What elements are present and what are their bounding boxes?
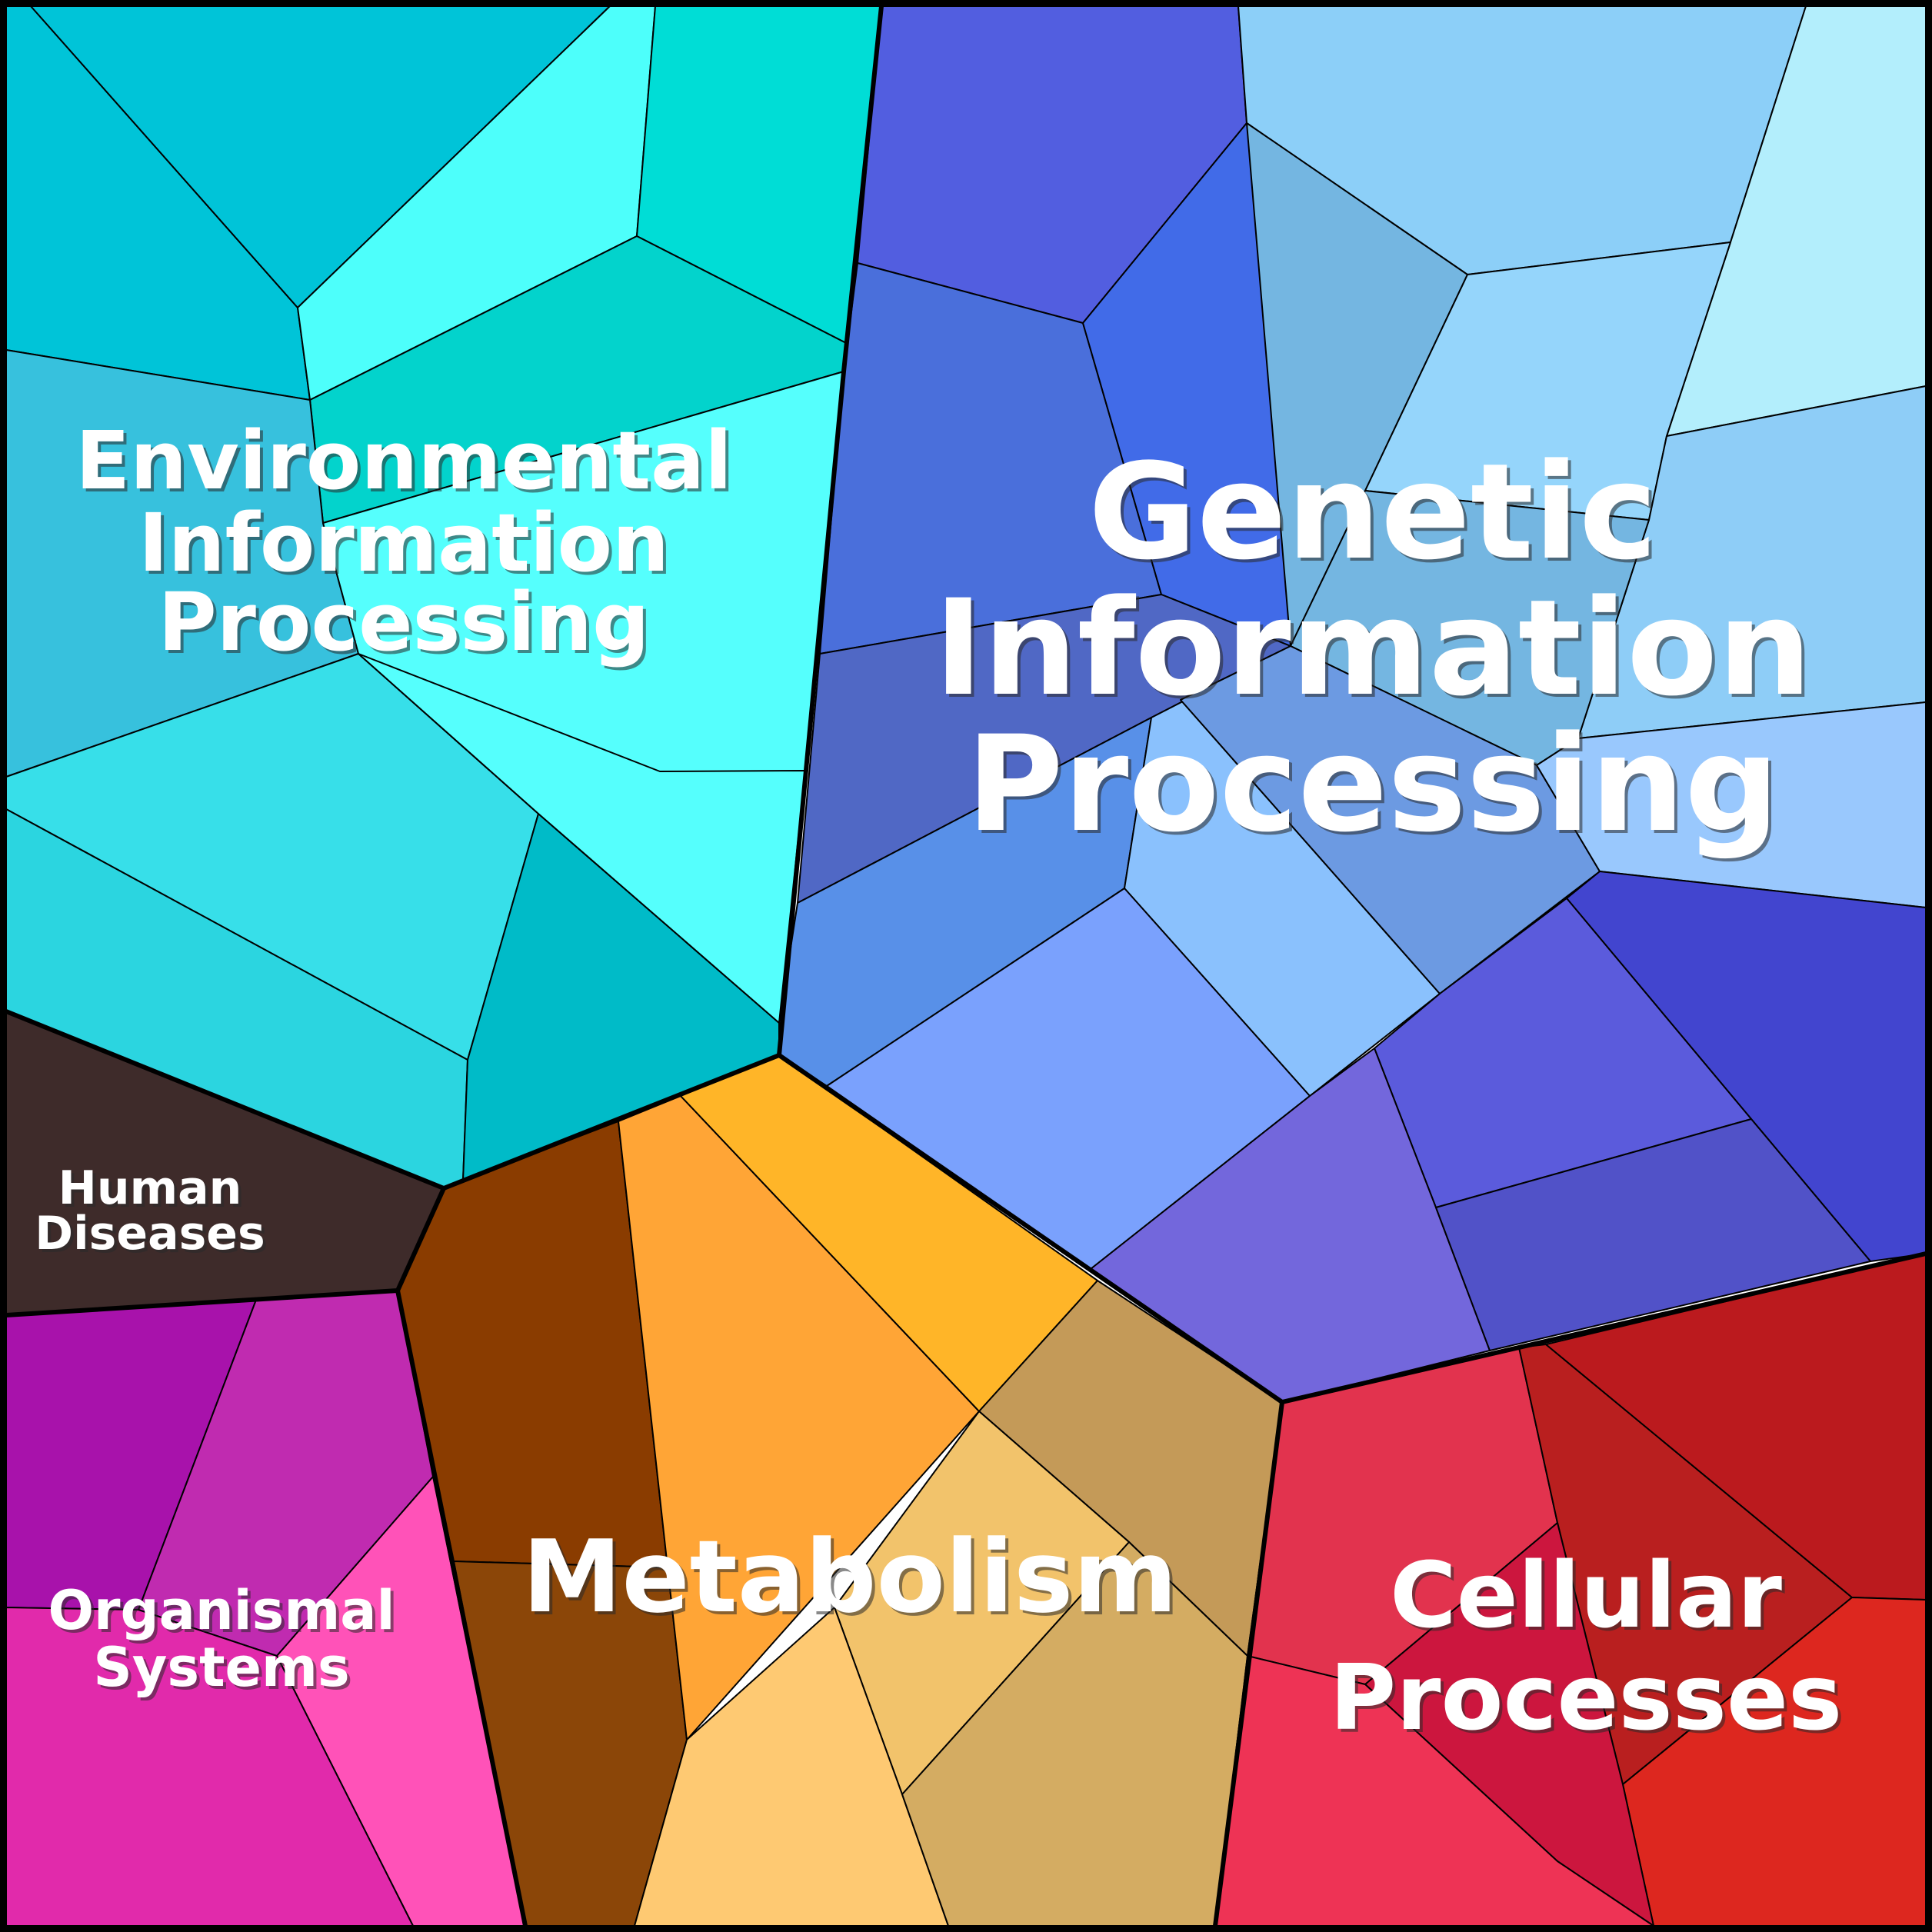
genetic-cell <box>1435 1118 1871 1351</box>
genetic-information-processing-region <box>778 5 1927 1403</box>
cellular-processes-region <box>1214 1253 1927 1927</box>
category-boundaries <box>5 5 1927 1927</box>
metabolism-region <box>397 1054 1283 1927</box>
label-shadow: Metabolism <box>525 1521 1181 1638</box>
environmental-information-processing-region <box>5 5 882 1189</box>
metabolism-label-line: Metabolism <box>522 1518 1178 1635</box>
organismal-systems-region <box>5 1290 526 1927</box>
